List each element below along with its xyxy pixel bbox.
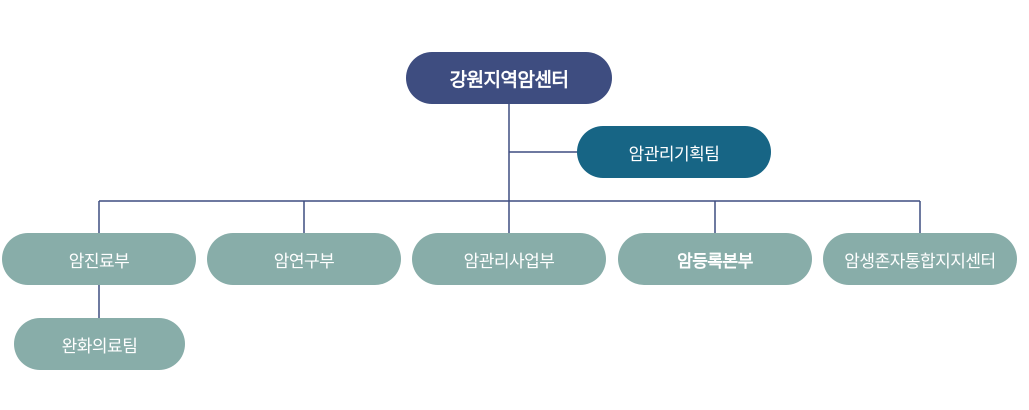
root-node-center[interactable]: 강원지역암센터 [406,52,612,104]
dept-label: 암관리사업부 [463,251,555,272]
dept-node-research[interactable]: 암연구부 [207,233,401,285]
dept-label: 암진료부 [68,251,130,272]
dept-label: 암연구부 [273,251,335,272]
sub-team-label: 완화의료팀 [61,336,138,357]
dept-label: 암등록본부 [677,251,753,272]
dept-node-clinical[interactable]: 암진료부 [2,233,196,285]
root-node-label: 강원지역암센터 [449,68,569,91]
dept-node-management[interactable]: 암관리사업부 [412,233,606,285]
sub-team-node-palliative[interactable]: 완화의료팀 [14,318,185,370]
dept-node-survivorship[interactable]: 암생존자통합지지센터 [823,233,1017,285]
dept-label: 암생존자통합지지센터 [844,251,996,272]
dept-node-registry[interactable]: 암등록본부 [618,233,812,285]
staff-team-node[interactable]: 암관리기획팀 [577,126,771,178]
staff-team-label: 암관리기획팀 [628,144,720,165]
